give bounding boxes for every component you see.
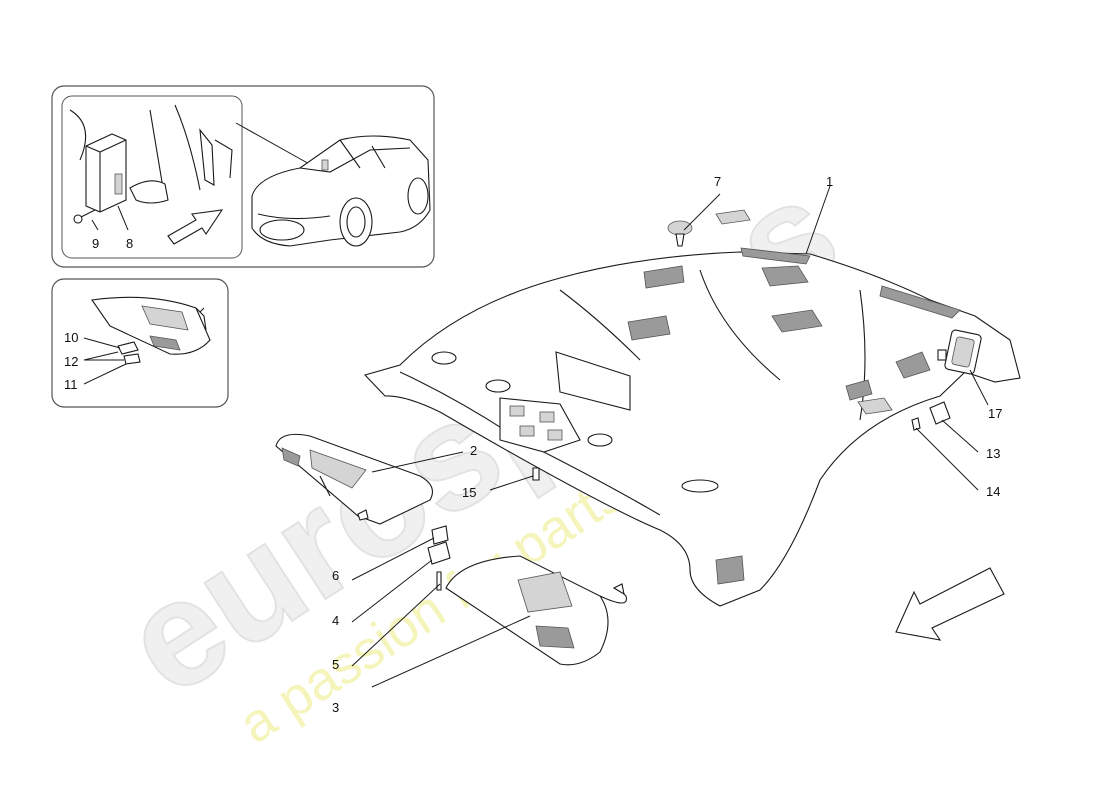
screw-9 <box>73 209 96 224</box>
hinge-4 <box>427 541 451 565</box>
callout-9: 9 <box>92 236 99 251</box>
leader-lines <box>351 185 989 688</box>
callout-10: 10 <box>64 330 78 345</box>
callout-17: 17 <box>988 406 1002 421</box>
car-silhouette <box>251 135 431 247</box>
clip-7 <box>667 220 693 247</box>
headliner <box>363 247 1021 607</box>
callout-2: 2 <box>470 443 477 458</box>
small-parts <box>427 401 951 591</box>
callout-14: 14 <box>986 484 1000 499</box>
sun-visor-right <box>445 555 628 666</box>
inset-car-module: 9 8 <box>51 85 435 268</box>
inset-visor-detail: 10 12 11 <box>51 278 229 408</box>
direction-arrow-inset <box>167 209 224 245</box>
callout-12: 12 <box>64 354 78 369</box>
callout-15: 15 <box>462 485 476 500</box>
callout-6: 6 <box>332 568 339 583</box>
direction-arrow-main <box>895 567 1005 641</box>
callout-3: 3 <box>332 700 339 715</box>
clip-15 <box>532 467 540 481</box>
callout-4: 4 <box>332 613 339 628</box>
hook-13 <box>929 401 951 425</box>
callout-1: 1 <box>826 174 833 189</box>
rear-courtesy-light <box>944 329 982 375</box>
bracket-6 <box>431 525 449 545</box>
control-module <box>85 133 127 213</box>
callout-5: 5 <box>332 657 339 672</box>
callout-7: 7 <box>714 174 721 189</box>
callout-8: 8 <box>126 236 133 251</box>
callout-13: 13 <box>986 446 1000 461</box>
sun-visor-left <box>275 433 433 525</box>
callout-11: 11 <box>64 377 78 392</box>
screw-5 <box>436 571 442 591</box>
screw-14 <box>911 417 921 431</box>
overhead-console <box>499 351 631 453</box>
